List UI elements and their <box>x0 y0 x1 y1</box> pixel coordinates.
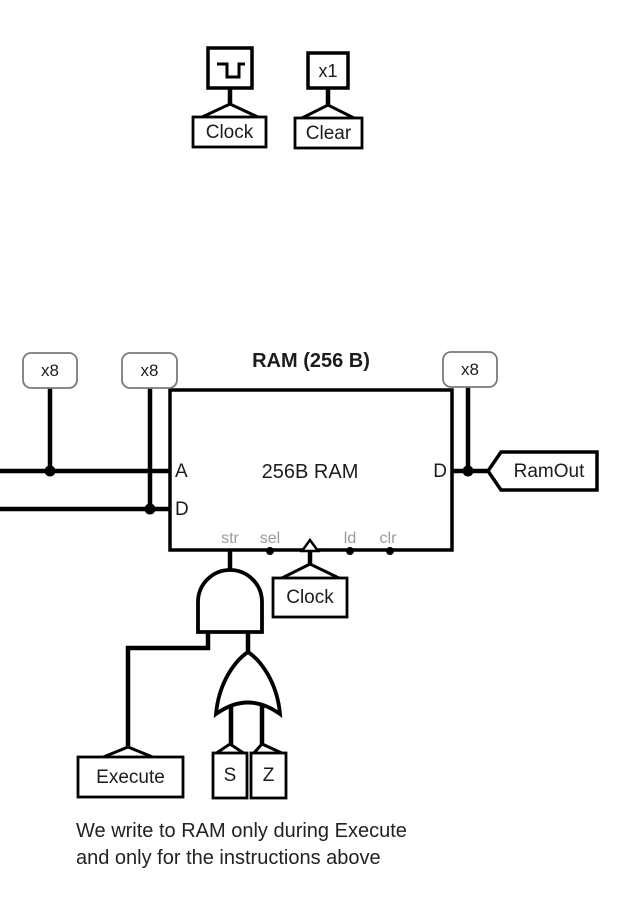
bus-width-pill[interactable] <box>22 352 78 389</box>
junction-dot <box>462 465 474 477</box>
annotation-text: We write to RAM only during Execute and … <box>76 818 407 872</box>
bus-width-pill[interactable] <box>121 352 178 389</box>
port-label-d-out: D <box>433 460 447 482</box>
clock-waveform-icon <box>217 62 245 79</box>
tunnels <box>76 102 599 800</box>
clock-tunnel-box[interactable] <box>191 115 268 149</box>
ram-section-title: RAM (256 B) <box>252 350 370 372</box>
tunnel-roof <box>279 562 342 581</box>
wires[interactable] <box>0 87 492 750</box>
wire-execute[interactable] <box>125 630 211 750</box>
sel-pin-dot[interactable] <box>266 547 274 555</box>
port-label-a: A <box>175 460 188 482</box>
z-tunnel-label: Z <box>262 765 275 786</box>
clear-tunnel-box[interactable] <box>293 116 364 150</box>
ramout-tunnel-label: RamOut <box>513 460 585 482</box>
pin-label-str: str <box>221 530 239 547</box>
tunnel-roof <box>214 742 246 756</box>
junction-dots <box>44 465 474 515</box>
tunnel-roof <box>299 103 357 121</box>
clear-width-badge: x1 <box>318 60 338 81</box>
bus-width-pill[interactable] <box>442 351 498 388</box>
annotation-line-1: We write to RAM only during Execute <box>76 820 407 842</box>
ramout-tunnel-flag[interactable] <box>485 450 599 492</box>
clr-pin-dot[interactable] <box>386 547 394 555</box>
s-tunnel-label: S <box>223 765 237 786</box>
tunnel-roof <box>251 742 285 756</box>
pin-label-clr: clr <box>379 530 397 547</box>
clock-edge-triangle-icon <box>299 537 321 553</box>
clear-input-component[interactable] <box>306 51 350 90</box>
ram-clock-tunnel-label: Clock <box>286 587 334 608</box>
clear-tunnel-label: Clear <box>305 122 352 144</box>
port-label-d-in: D <box>175 498 189 520</box>
and-gate[interactable] <box>196 568 264 634</box>
execute-tunnel-box[interactable] <box>76 755 185 799</box>
ram-chip[interactable] <box>168 388 454 552</box>
clock-component[interactable] <box>206 46 254 90</box>
tunnel-roof <box>100 745 156 760</box>
or-gate[interactable] <box>213 649 283 718</box>
clock-tunnel-label: Clock <box>205 121 254 143</box>
ram-chip-name: 256B RAM <box>261 461 359 483</box>
z-tunnel-box[interactable] <box>249 751 288 800</box>
pin-label-sel: sel <box>259 530 281 547</box>
bus-width-label: x8 <box>461 360 479 379</box>
tunnel-roof <box>199 102 261 120</box>
ram-clock-tunnel-box[interactable] <box>271 576 349 619</box>
annotation-line-2: and only for the instructions above <box>76 847 381 869</box>
execute-tunnel-label: Execute <box>96 766 165 788</box>
junction-dot <box>44 465 56 477</box>
bus-width-label: x8 <box>140 361 159 380</box>
s-tunnel-box[interactable] <box>211 751 249 800</box>
junction-dot <box>144 503 156 515</box>
bus-width-pills <box>22 351 498 389</box>
ram-pin-dots <box>266 547 394 555</box>
ld-pin-dot[interactable] <box>346 547 354 555</box>
pin-label-ld: ld <box>343 530 357 547</box>
bus-width-label: x8 <box>41 361 59 380</box>
